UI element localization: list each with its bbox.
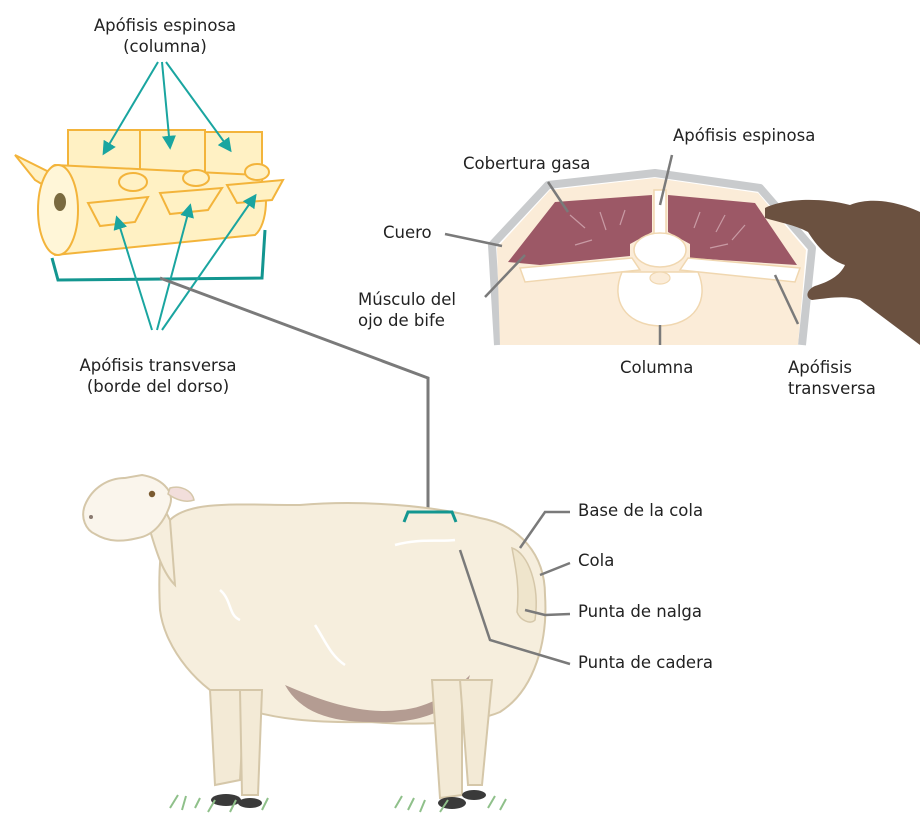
label-vertebra-transverse: Apófisis transversa (borde del dorso): [78, 355, 238, 397]
label-cross-transverse-line2: transversa: [788, 378, 876, 399]
vertebra-transverse-3: [227, 180, 283, 203]
label-vertebra-transverse-line2: (borde del dorso): [78, 376, 238, 397]
vertebra-bump-2: [183, 170, 209, 186]
label-fat-cover: Cobertura gasa: [463, 153, 590, 174]
label-eye-muscle: Músculo del ojo de bife: [358, 289, 456, 331]
cross-canal-hole: [650, 272, 670, 284]
sheep-nostril: [89, 515, 93, 519]
label-tail-base: Base de la cola: [578, 500, 703, 521]
label-pin-bone: Punta de nalga: [578, 601, 702, 622]
label-cross-spinous: Apófisis espinosa: [673, 125, 815, 146]
vertebrae-illustration: [15, 62, 283, 330]
label-vertebra-transverse-line1: Apófisis transversa: [78, 355, 238, 376]
vertebra-bump-3: [245, 164, 269, 180]
label-hip-bone: Punta de cadera: [578, 652, 713, 673]
label-vertebra-spinous-line1: Apófisis espinosa: [85, 15, 245, 36]
vertebra-canal: [54, 193, 66, 211]
label-vertebra-spinous: Apófisis espinosa (columna): [85, 15, 245, 57]
label-eye-muscle-line2: ojo de bife: [358, 310, 456, 331]
label-spine: Columna: [620, 357, 693, 378]
cross-spinous-process: [654, 190, 666, 235]
vertebra-bump-1: [119, 173, 147, 191]
label-cross-transverse: Apófisis transversa: [788, 357, 876, 399]
cross-canal: [634, 233, 686, 267]
sheep-illustration: [83, 475, 570, 812]
label-tail: Cola: [578, 550, 614, 571]
label-eye-muscle-line1: Músculo del: [358, 289, 456, 310]
sheep-eye: [149, 491, 155, 497]
label-hide: Cuero: [383, 222, 432, 243]
cross-section-illustration: [445, 155, 920, 345]
label-cross-transverse-line1: Apófisis: [788, 357, 876, 378]
label-vertebra-spinous-line2: (columna): [85, 36, 245, 57]
